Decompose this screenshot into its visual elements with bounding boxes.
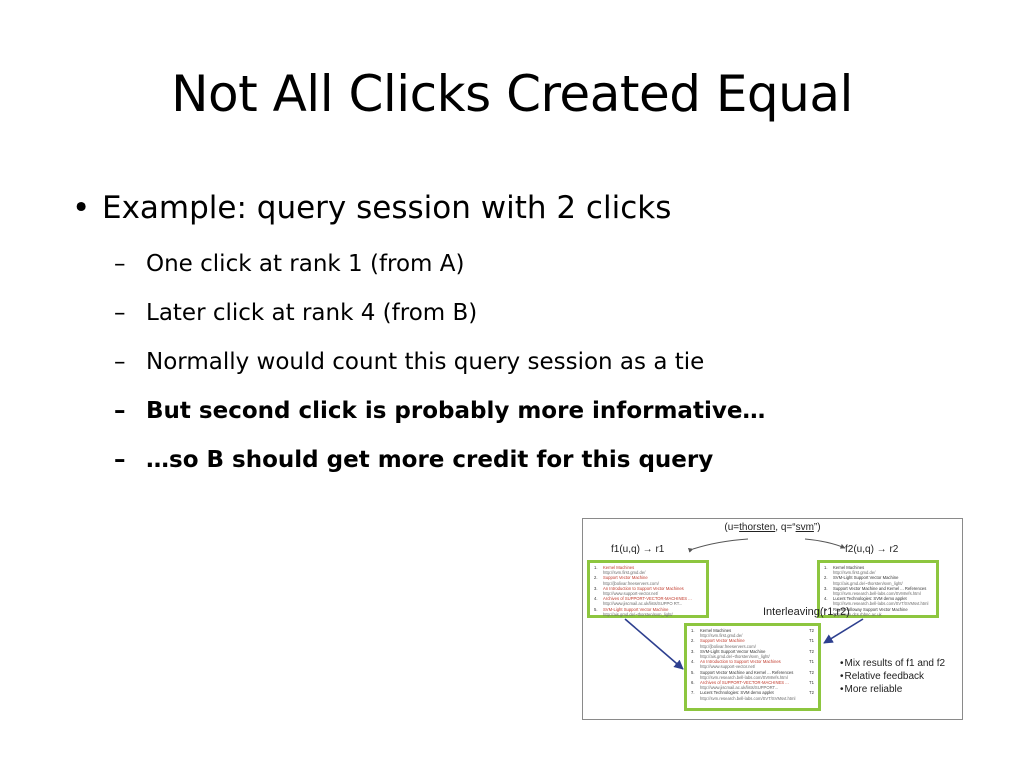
bullet-list: • Example: query session with 2 clicks –… (72, 186, 952, 475)
result-title: 2.SVM-Light Support Vector Machine (824, 575, 899, 581)
figure-header: (u=thorsten, q=“svm”) (583, 522, 962, 533)
sub-bullet-1: – One click at rank 1 (from A) (72, 249, 952, 279)
f1-label: f1(u,q) → r1 (611, 544, 665, 555)
header-user: thorsten (739, 522, 776, 533)
sub-bullet-5: – …so B should get more credit for this … (72, 445, 952, 475)
arrow-left-curve (687, 538, 749, 553)
sub-bullet-4: – But second click is probably more info… (72, 396, 952, 426)
summary-item: Mix results of f1 and f2 (840, 657, 946, 670)
bullet-main-text: Example: query session with 2 clicks (102, 190, 672, 226)
sub-bullet-2: – Later click at rank 4 (from B) (72, 298, 952, 328)
arrow-b-to-interleave (823, 618, 864, 644)
f2-label: f2(u,q) → r2 (845, 544, 899, 555)
arrow-a-to-interleave (624, 618, 684, 670)
slide-title: Not All Clicks Created Equal (171, 65, 853, 123)
sub-bullet-text: Later click at rank 4 (from B) (146, 300, 478, 326)
result-url: http://www.jiscmail.ac.uk/lists/SUPPO RT… (603, 601, 683, 607)
dash-marker: – (114, 251, 126, 277)
result-url: http://www.support-vector.net/ (603, 591, 659, 597)
figure-arrows (624, 538, 864, 670)
sub-bullet-text: …so B should get more credit for this qu… (146, 447, 714, 473)
result-title: 4.Archives of SUPPORT-VECTOR-MACHINES ..… (594, 596, 692, 602)
result-url: http://svm.research.bell-labs.com/SVMref… (700, 674, 788, 680)
summary-item: More reliable (840, 683, 945, 696)
bullet-main: • Example: query session with 2 clicks (72, 186, 952, 230)
result-title: 1.Kernel Machines (824, 565, 865, 570)
result-title: 3.Support Vector Machine and Kernel ... … (824, 585, 927, 591)
result-title: 1.Kernel Machines (594, 565, 635, 570)
result-url: http://ais.gmd.de/~thorsten/svm_light/ (833, 580, 903, 586)
dash-marker: – (114, 349, 126, 375)
sub-bullet-text: Normally would count this query session … (146, 349, 705, 375)
dash-marker: – (114, 300, 126, 326)
bullet-dot: • (72, 190, 91, 226)
result-title: 5.Support Vector Machine and Kernel ... … (691, 669, 814, 675)
result-url: http://www.jiscmail.ac.uk/lists/SUPPORT.… (700, 685, 779, 691)
interleaving-figure: (u=thorsten, q=“svm”) f1(u,q) → r1 f2(u,… (582, 518, 963, 720)
dash-marker: – (114, 398, 126, 424)
result-title: 2.Support Vector Machine (594, 575, 648, 581)
figure-summary: Mix results of f1 and f2 Relative feedba… (840, 657, 946, 696)
result-title: 4.Lucent Technologies: SVM demo applet (824, 596, 907, 602)
sub-bullet-text: One click at rank 1 (from A) (146, 251, 465, 277)
dash-marker: – (114, 447, 126, 473)
result-url: http://www.support-vector.net/ (700, 664, 756, 670)
result-url: http://svm.research.bell-labs.com/SVT/SV… (833, 601, 929, 607)
result-url: http://svm.research.bell-labs.com/SVMref… (833, 591, 921, 597)
result-url: http://svm.first.gmd.de/ (603, 570, 646, 576)
result-title: 5.SVM-Light Support Vector Machine (594, 606, 669, 612)
result-title: 3.An Introduction to Support Vector Mach… (594, 585, 684, 591)
header-query: svm (795, 522, 814, 533)
interleaving-label: Interleaving(r1,r2) (763, 606, 850, 618)
result-url: http://ais.gmd.de/~thorsten/svm_light/ (603, 611, 673, 617)
result-url: http://svm.first.gmd.de/ (700, 633, 743, 639)
result-url: http://ais.gmd.de/~thorsten/svm_light/ (700, 654, 770, 660)
result-title: 4.An Introduction to Support Vector Mach… (691, 659, 814, 665)
header-prefix: (u= (724, 522, 740, 533)
arrow-right-curve (804, 538, 846, 549)
result-url: http://svm.dcs.rhbnc.ac.uk (833, 611, 882, 617)
result-url: http://svm.first.gmd.de/ (833, 570, 876, 576)
sub-bullet-text: But second click is probably more inform… (146, 398, 766, 424)
result-url: http://jbolivar.freeservers.com/ (603, 580, 659, 586)
result-url: http://svm.research.bell-labs.com/SVT/SV… (700, 695, 796, 701)
result-title: 5.Royal Holloway Support Vector Machine (824, 606, 908, 612)
summary-item: Relative feedback (840, 670, 945, 683)
sub-bullet-3: – Normally would count this query sessio… (72, 347, 952, 377)
header-mid: , q=“ (775, 522, 796, 533)
result-url: http://jbolivar.freeservers.com/ (700, 643, 756, 649)
result-title: 6.Archives of SUPPORT-VECTOR-MACHINES ..… (691, 680, 814, 686)
header-suffix: ”) (813, 522, 821, 533)
